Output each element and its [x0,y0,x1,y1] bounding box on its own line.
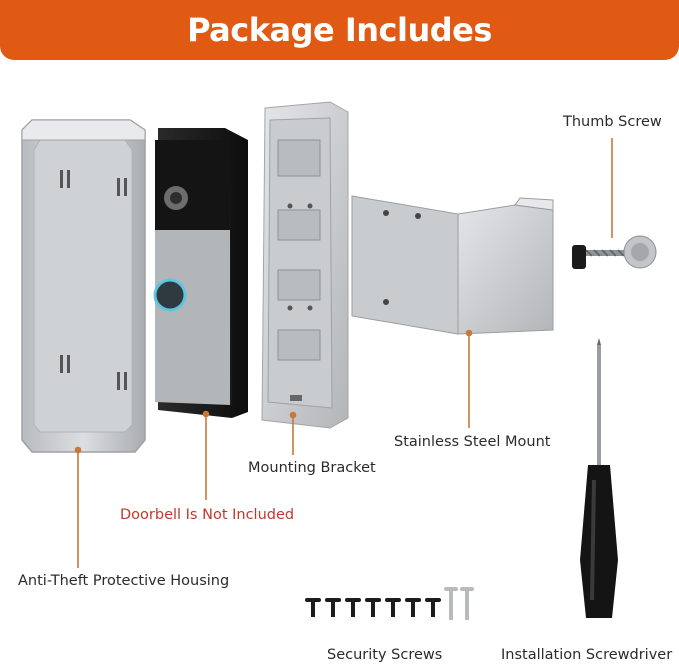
screwdriver-image [580,338,618,618]
leader-lines [74,138,613,568]
title-banner: Package Includes [0,0,679,60]
steel-mount-label: Stainless Steel Mount [394,434,551,450]
mounting-bracket-image [261,101,349,429]
thumb-screw-label: Thumb Screw [563,114,662,130]
doorbell-not-included-label: Doorbell Is Not Included [120,507,295,523]
page-title: Package Includes [187,11,492,49]
thumb-screw-image [572,235,657,269]
installation-screwdriver-label: Installation Screwdriver [501,647,673,663]
security-screws-image [305,587,474,620]
security-screws-label: Security Screws [327,647,443,663]
protective-housing-label: Anti-Theft Protective Housing [18,573,230,589]
mounting-bracket-label: Mounting Bracket [248,460,376,476]
protective-housing-image [21,119,146,453]
steel-mount-image [351,195,554,335]
doorbell-image [153,128,248,418]
